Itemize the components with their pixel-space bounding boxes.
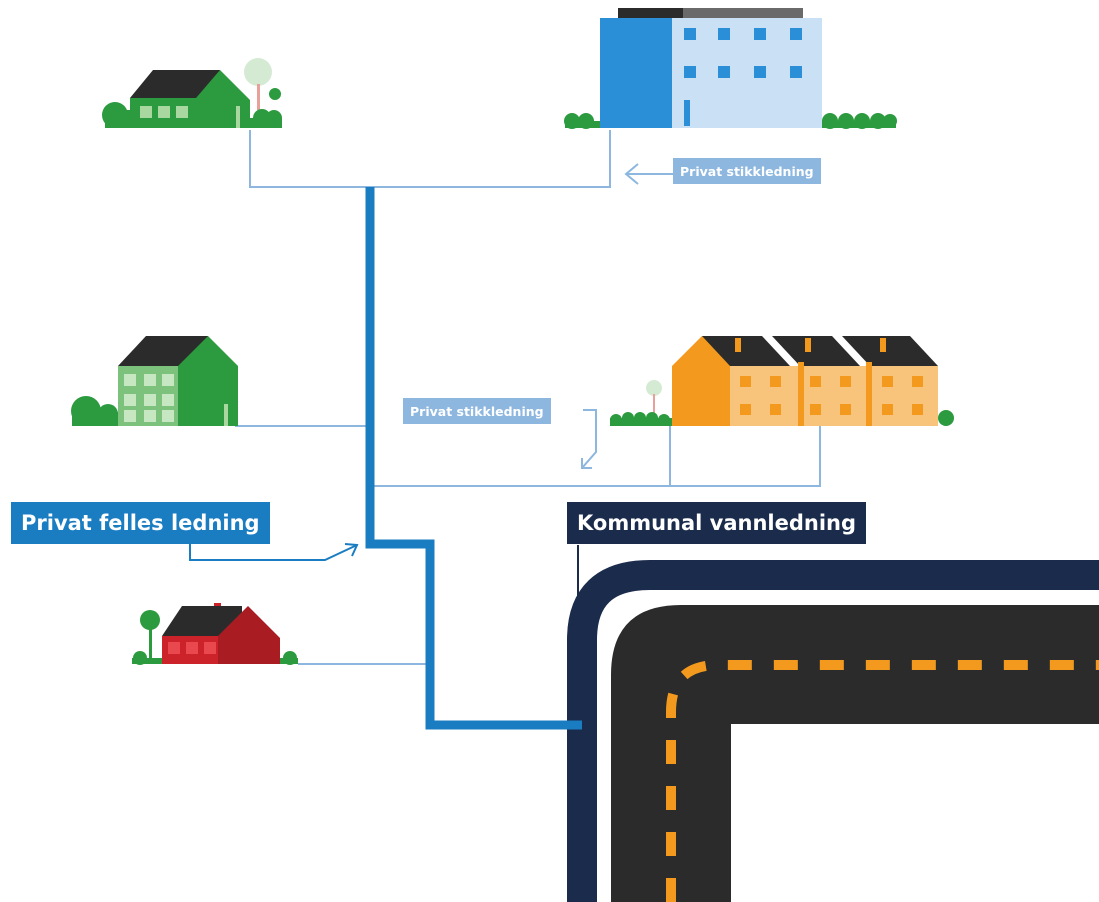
arrow-line-kommunal bbox=[577, 545, 595, 605]
tree-icon bbox=[646, 380, 662, 396]
arrow-head-kommunal bbox=[584, 594, 595, 605]
road-center-marking bbox=[666, 660, 1099, 902]
pipe-white-gap bbox=[597, 590, 1099, 902]
green-house-middle bbox=[71, 336, 238, 426]
arrow-head-top bbox=[624, 163, 639, 185]
red-house bbox=[132, 603, 298, 665]
annotation-arrows bbox=[189, 163, 676, 605]
service-lines bbox=[235, 130, 821, 665]
arrow-line-mid bbox=[581, 409, 597, 469]
label-privat-felles-ledning: Privat felles ledning bbox=[11, 502, 270, 544]
road bbox=[567, 560, 1099, 902]
arrow-head-felles bbox=[344, 543, 359, 557]
road-surface bbox=[611, 605, 1099, 902]
tree-icon bbox=[244, 58, 272, 86]
service-line-top-house bbox=[249, 130, 370, 188]
service-line-rowhouses bbox=[370, 426, 821, 487]
label-privat-stikkledning-top: Privat stikkledning bbox=[673, 158, 821, 184]
service-line-apartment bbox=[370, 130, 611, 188]
arrow-line-felles bbox=[189, 540, 358, 561]
label-privat-stikkledning-mid: Privat stikkledning bbox=[403, 398, 551, 424]
green-house-top bbox=[102, 58, 282, 128]
apartment-building bbox=[564, 8, 897, 129]
tree-icon bbox=[140, 610, 160, 630]
municipal-water-pipe bbox=[567, 560, 1099, 902]
private-common-pipe bbox=[365, 187, 582, 730]
orange-rowhouses bbox=[610, 336, 954, 426]
arrow-head-mid bbox=[581, 458, 592, 469]
label-kommunal-vannledning: Kommunal vannledning bbox=[567, 502, 867, 544]
